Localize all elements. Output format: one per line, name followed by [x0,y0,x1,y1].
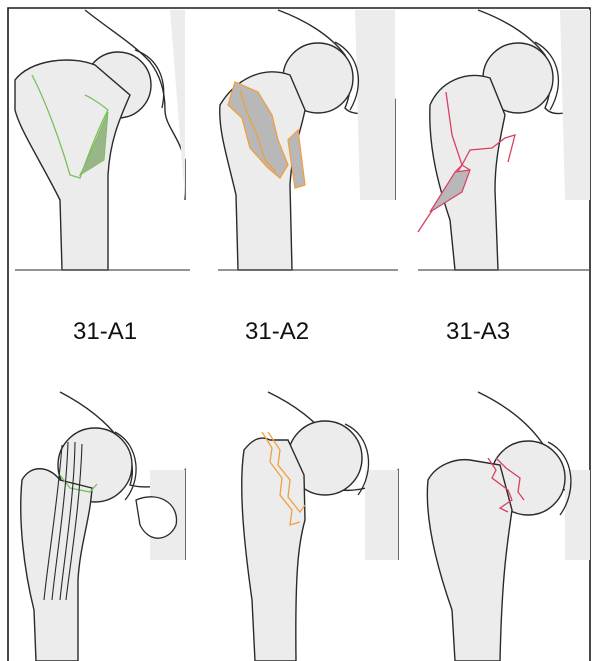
panel-b1-bottom [21,392,185,661]
panel-b2-bottom [242,392,398,661]
label-31-a1: 31-A1 [73,320,137,344]
panel-a1-top [15,10,190,270]
label-31-a3: 31-A3 [446,320,510,344]
panel-a3-top [418,10,590,270]
label-31-a2: 31-A2 [245,320,309,344]
panel-b3-bottom [427,392,590,661]
panel-a2-top [218,10,398,270]
